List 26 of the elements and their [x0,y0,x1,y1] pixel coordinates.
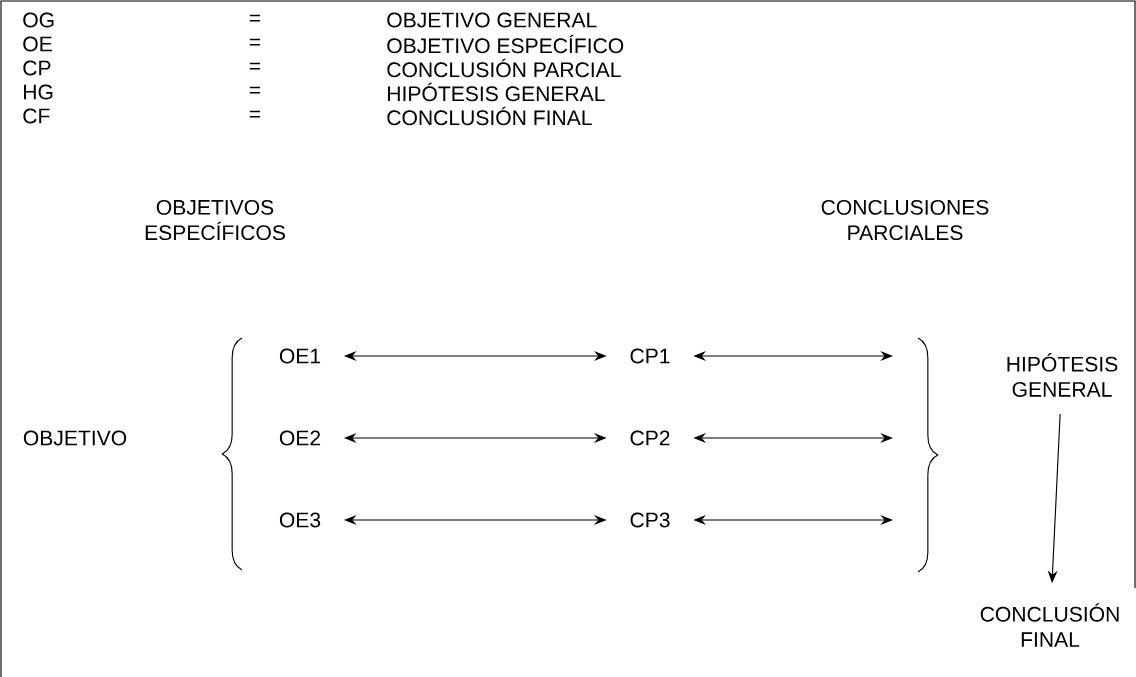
abbreviation-text: CF [23,108,50,124]
definition-text: CONCLUSIÓN PARCIAL [387,58,621,78]
abbreviation-text: CP [23,60,51,76]
node-label: CP2 [630,430,670,446]
equals-sign: = [249,86,261,94]
equals-sign: = [249,110,261,118]
node-label: OBJETIVO [23,430,127,446]
node-label: OE2 [279,430,321,446]
abbreviation-text: OG [23,12,54,28]
node-label: OE3 [279,512,321,528]
node-label: CONCLUSIÓN FINAL [980,603,1119,647]
node-label: CP1 [630,348,670,364]
node-label: CP3 [630,512,670,528]
equals-sign: = [249,38,261,46]
equals-sign: = [249,62,261,70]
definition-text: OBJETIVO GENERAL [387,12,597,28]
equals-sign: = [249,14,261,22]
definition-text: CONCLUSIÓN FINAL [387,106,592,126]
abbreviation-text: OE [23,36,52,52]
column-heading: OBJETIVOS ESPECÍFICOS [145,199,285,241]
definition-text: HIPÓTESIS GENERAL [388,82,605,102]
definition-text: OBJETIVO ESPECÍFICO [387,34,624,54]
node-label: HIPÓTESIS GENERAL [1007,353,1118,397]
column-heading: CONCLUSIONES PARCIALES [821,199,989,241]
node-label: OE1 [279,348,321,364]
abbreviation-text: HG [24,84,53,100]
